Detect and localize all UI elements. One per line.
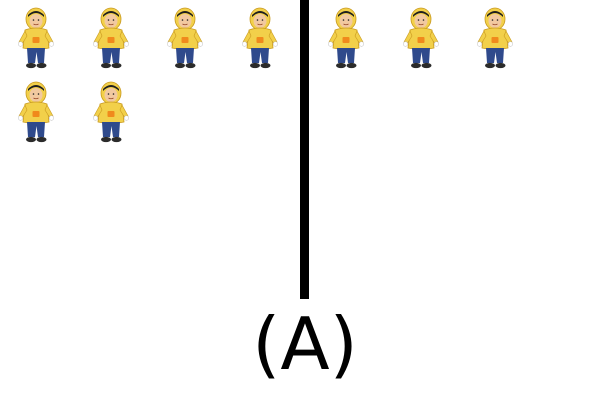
child-figure-icon — [401, 6, 441, 70]
child-figure-icon — [326, 6, 366, 70]
child-figure-icon — [240, 6, 280, 70]
child-figure-icon — [16, 6, 56, 70]
vertical-divider — [300, 0, 309, 299]
child-figure-icon — [165, 6, 205, 70]
child-figure-icon — [91, 80, 131, 144]
child-figure-icon — [475, 6, 515, 70]
child-figure-icon — [91, 6, 131, 70]
child-figure-icon — [16, 80, 56, 144]
option-label: (A) — [252, 302, 358, 386]
